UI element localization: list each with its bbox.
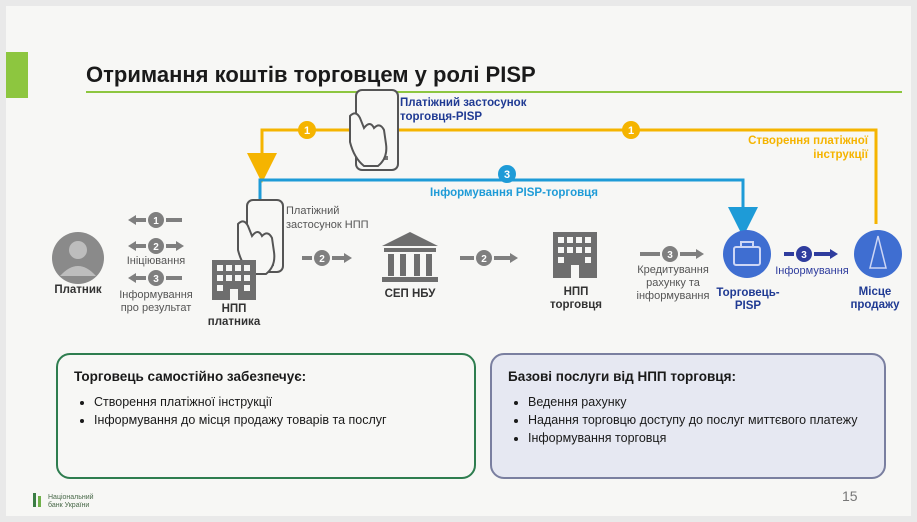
briefcase-icon <box>723 230 771 278</box>
svg-text:2: 2 <box>319 254 325 265</box>
svg-text:1: 1 <box>628 125 634 137</box>
pos-terminal-icon <box>854 230 902 278</box>
title-underline <box>86 91 902 93</box>
point-of-sale-label: Місце продажу <box>850 286 900 311</box>
merchant-box-list: Створення платіжної інструкції Інформува… <box>74 394 458 428</box>
bank-box-list: Ведення рахунку Надання торговцю доступу… <box>508 394 868 446</box>
svg-text:3: 3 <box>504 169 510 181</box>
inform-pisp-label: Інформування PISP-торговця <box>430 187 598 199</box>
pisp-app-label: Платіжний застосунок торговця-PISP <box>400 97 527 123</box>
slide-title: Отримання коштів торговцем у ролі PISP <box>86 62 536 87</box>
merchant-bank-label: НПП торговця <box>549 286 603 311</box>
step-badge-orange-1: 1 <box>298 121 316 139</box>
step-badge-orange-2: 1 <box>622 121 640 139</box>
step-arrow-inform-result: 3 <box>128 270 182 286</box>
step-badge-blue: 3 <box>498 165 516 183</box>
accent-stripe <box>6 52 28 98</box>
flow-diagram: 1 1 3 <box>52 89 902 300</box>
orange-flow-line <box>247 128 878 224</box>
bank-building-icon <box>553 232 597 278</box>
person-icon <box>52 232 104 284</box>
svg-text:3: 3 <box>667 250 673 261</box>
bank-services-box: Базові послуги від НПП торговця: Ведення… <box>490 353 886 479</box>
payer-label: Платник <box>54 284 102 296</box>
payment-app-label: Платіжний застосунок НПП <box>286 205 369 231</box>
list-item: Інформування торговця <box>528 430 868 446</box>
merchant-pisp-label: Торговець-PISP <box>716 287 780 312</box>
list-item: Інформування до місця продажу товарів та… <box>94 412 458 428</box>
hand-phone-icon <box>349 89 399 171</box>
inform-result-label: Інформування про результат <box>119 289 193 314</box>
svg-text:1: 1 <box>153 216 159 227</box>
nbu-logo-text: Національний банк України <box>48 494 94 509</box>
step-arrow-3-inform: 3 <box>784 246 838 262</box>
nbu-label: СЕП НБУ <box>384 288 436 300</box>
credit-inform-label: Кредитування рахунку та інформування <box>636 264 710 302</box>
nbu-columns-icon <box>382 232 438 282</box>
bank-box-title: Базові послуги від НПП торговця: <box>508 369 736 384</box>
list-item: Створення платіжної інструкції <box>94 394 458 410</box>
list-item: Надання торговцю доступу до послуг миттє… <box>528 412 868 428</box>
merchant-box-title: Торговець самостійно забезпечує: <box>74 369 307 384</box>
initiation-label: Ініціювання <box>126 255 186 267</box>
list-item: Ведення рахунку <box>528 394 868 410</box>
bank-building-icon <box>212 260 256 300</box>
page-number: 15 <box>842 488 858 504</box>
payer-bank-label: НПП платника <box>207 303 261 328</box>
svg-text:1: 1 <box>304 125 310 137</box>
nbu-logo-icon <box>33 493 41 507</box>
step-arrow-3-credit: 3 <box>640 246 704 262</box>
slide: Отримання коштів торговцем у ролі PISP 1… <box>6 6 911 516</box>
svg-text:3: 3 <box>801 250 807 261</box>
svg-text:2: 2 <box>153 242 159 253</box>
svg-text:2: 2 <box>481 254 487 265</box>
merchant-responsibilities-box: Торговець самостійно забезпечує: Створен… <box>56 353 476 479</box>
inform-label: Інформування <box>775 265 849 277</box>
step-arrow-2-to-nbu: 2 <box>302 250 352 266</box>
create-instruction-label: Створення платіжної інструкції <box>748 135 868 161</box>
step-arrow-2-to-merchant-bank: 2 <box>460 250 518 266</box>
step-arrow-initiation-1: 1 <box>128 212 182 228</box>
svg-text:3: 3 <box>153 274 159 285</box>
step-arrow-initiation-2: 2 <box>128 238 184 254</box>
